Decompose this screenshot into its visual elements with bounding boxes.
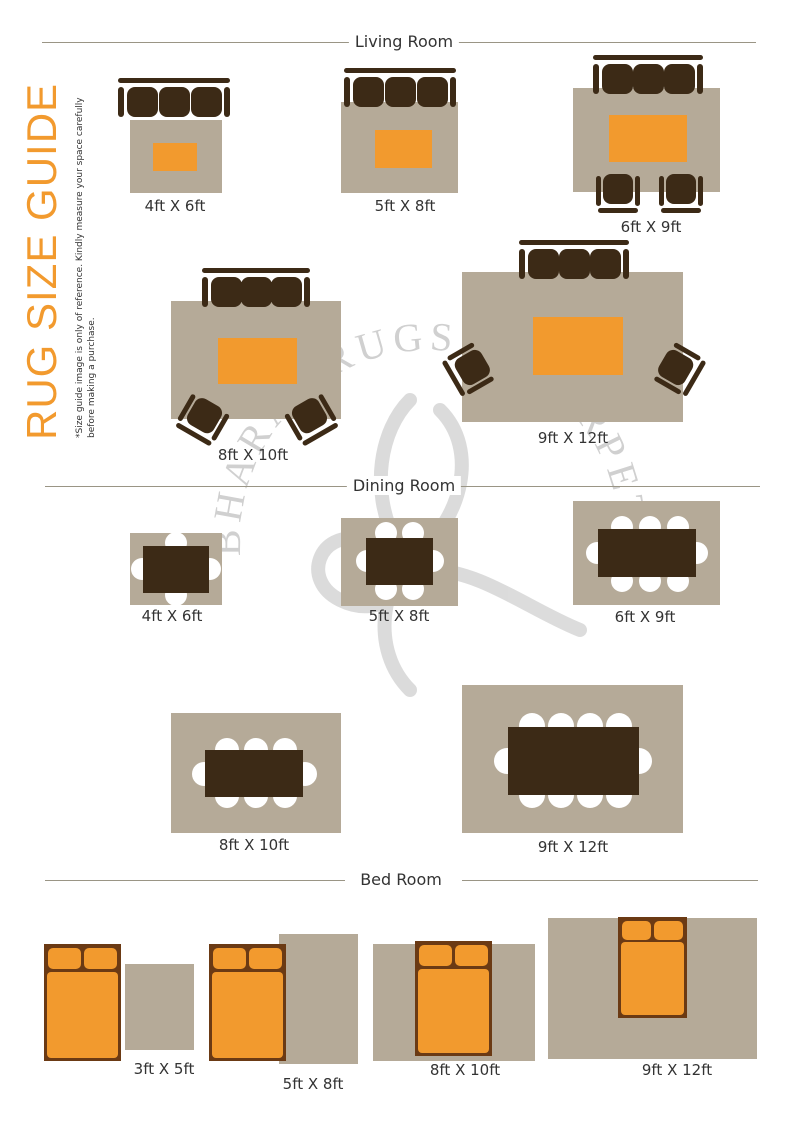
dining-table [366, 538, 433, 585]
sofa-icon [344, 68, 456, 112]
dining-table [205, 750, 303, 797]
bed-divider-right [462, 880, 758, 881]
size-label: 9ft X 12ft [537, 429, 609, 447]
coffee-table [375, 130, 432, 168]
bed-icon [44, 944, 121, 1061]
armchair-icon [659, 172, 703, 216]
size-label: 5ft X 8ft [368, 607, 430, 625]
bed-icon [415, 941, 492, 1056]
bed-icon [209, 944, 286, 1061]
bed-divider-left [45, 880, 345, 881]
sofa-icon [593, 55, 703, 99]
size-label: 9ft X 12ft [537, 838, 609, 856]
bedroom-rug-5x8 [279, 934, 358, 1064]
bedroom-rug-3x5 [125, 964, 194, 1050]
disclaimer-note: *Size guide image is only of reference. … [75, 97, 97, 438]
size-label: 6ft X 9ft [620, 218, 682, 236]
size-label: 9ft X 12ft [641, 1061, 713, 1079]
sofa-icon [118, 78, 230, 122]
size-label: 4ft X 6ft [144, 197, 206, 215]
size-label: 4ft X 6ft [141, 607, 203, 625]
sofa-icon [202, 268, 310, 312]
page-title: RUG SIZE GUIDE [18, 82, 65, 440]
bed-room-heading: Bed Room [354, 870, 448, 889]
size-label: 3ft X 5ft [133, 1060, 195, 1078]
dining-table [143, 546, 209, 593]
sofa-icon [519, 240, 629, 284]
dining-table [598, 529, 696, 577]
size-label: 5ft X 8ft [374, 197, 436, 215]
coffee-table [218, 338, 297, 384]
coffee-table [533, 317, 623, 375]
coffee-table [609, 115, 687, 162]
dining-room-heading: Dining Room [346, 476, 462, 495]
armchair-icon [596, 172, 640, 216]
size-label: 8ft X 10ft [218, 836, 290, 854]
dining-table [508, 727, 639, 795]
size-label: 5ft X 8ft [282, 1075, 344, 1093]
size-label: 6ft X 9ft [614, 608, 676, 626]
size-label: 8ft X 10ft [429, 1061, 501, 1079]
size-label: 8ft X 10ft [217, 446, 289, 464]
bed-icon [618, 917, 687, 1018]
coffee-table [153, 143, 197, 171]
living-room-heading: Living Room [348, 32, 460, 51]
